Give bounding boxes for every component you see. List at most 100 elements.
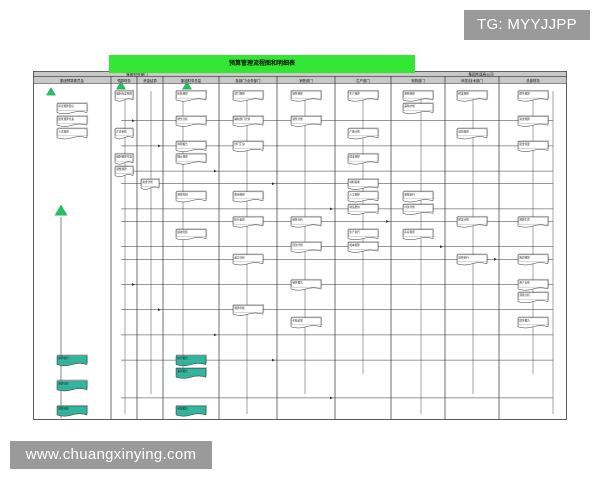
process-node-shadow xyxy=(291,215,323,225)
process-node-shadow xyxy=(518,115,550,124)
process-node-label: 调整预算 xyxy=(116,167,127,171)
process-node-label: 研发计划 xyxy=(458,218,469,222)
process-node-shadow xyxy=(57,102,89,111)
highlight-node-shadow xyxy=(176,367,208,376)
process-node-shadow xyxy=(233,89,265,99)
arrowhead xyxy=(214,169,217,173)
process-node-shadow xyxy=(233,190,265,200)
process-node-shadow xyxy=(348,228,380,237)
highlight-node xyxy=(56,380,88,392)
highlight-node-shadow xyxy=(57,354,89,363)
start-triangle xyxy=(46,87,56,96)
highlight-node xyxy=(56,405,88,417)
lane-header: 各部门/业务部门 xyxy=(236,78,261,83)
process-node xyxy=(114,153,134,165)
process-node-label: 资金计划 xyxy=(142,180,153,184)
highlight-node xyxy=(175,405,207,417)
arrowhead xyxy=(272,182,275,186)
process-node-label: 资产负债 xyxy=(519,281,530,285)
start-triangle xyxy=(182,81,192,90)
process-node-label: 成本预算 xyxy=(349,155,360,159)
process-node xyxy=(347,241,379,253)
arrowhead xyxy=(214,333,217,337)
process-node xyxy=(175,115,207,127)
process-node-label: 审核预算 xyxy=(177,92,188,96)
process-node xyxy=(347,191,379,203)
highlight-node-label: 考核报告 xyxy=(177,407,188,411)
process-node xyxy=(232,216,264,228)
arrowhead xyxy=(330,207,333,211)
process-node-label: 财务分析 xyxy=(177,117,188,121)
arrowhead xyxy=(386,220,389,223)
process-node-shadow xyxy=(518,316,550,326)
process-node xyxy=(114,128,134,140)
process-node-shadow xyxy=(348,203,380,212)
process-node-label: 差异分析 xyxy=(234,255,245,259)
arrowhead xyxy=(494,257,497,261)
process-node-shadow xyxy=(233,115,265,124)
highlight-node-label: 执行报告 xyxy=(177,356,188,360)
process-node-shadow xyxy=(291,278,323,288)
process-node xyxy=(232,304,264,316)
process-node-shadow xyxy=(518,140,550,149)
process-node-label: 销售分析 xyxy=(292,218,303,222)
process-node-shadow xyxy=(348,178,380,187)
lane-header: 集团预算委员会 xyxy=(60,78,84,83)
lane-header: 采购部门 xyxy=(411,78,425,83)
process-node xyxy=(290,216,322,228)
process-node xyxy=(232,90,264,102)
process-node-shadow xyxy=(176,140,208,149)
highlight-node-label: 预算考核 xyxy=(58,407,69,411)
process-node-shadow xyxy=(348,89,380,99)
process-node-shadow xyxy=(457,127,489,137)
process-node xyxy=(56,128,88,140)
process-node-label: 付款计划 xyxy=(404,205,415,209)
process-node-label: 执行反馈 xyxy=(234,218,245,222)
process-node-label: 财务报告 xyxy=(519,318,530,322)
process-node-shadow xyxy=(457,253,489,263)
process-node-label: 成本核算 xyxy=(349,243,360,247)
process-node xyxy=(347,128,379,140)
process-node-shadow xyxy=(348,241,380,250)
process-node-label: 采购计划 xyxy=(404,104,415,108)
process-node xyxy=(347,204,379,215)
process-node-shadow xyxy=(403,203,435,212)
process-node xyxy=(347,178,379,190)
lane-header: 资金结算 xyxy=(143,78,157,83)
process-node-label: 采购执行 xyxy=(404,192,415,196)
process-node-label: 研发预算 xyxy=(458,92,469,96)
process-node-label: 部门汇总 xyxy=(234,142,245,146)
process-node-shadow xyxy=(233,304,265,313)
process-node-label: 销售计划 xyxy=(292,117,303,121)
highlight-node-shadow xyxy=(176,354,208,363)
process-node xyxy=(114,90,134,102)
process-node xyxy=(517,141,549,152)
process-node xyxy=(175,90,207,102)
process-node-label: 利润预算 xyxy=(519,255,530,259)
process-node-label: 项目预算 xyxy=(458,129,469,133)
process-node-shadow xyxy=(457,89,489,99)
process-node-label: 项目执行 xyxy=(458,255,469,259)
process-node-label: 生产执行 xyxy=(349,230,360,234)
process-node-label: 现金流量 xyxy=(519,142,530,146)
process-node xyxy=(232,115,264,127)
process-node xyxy=(517,317,549,329)
highlight-node xyxy=(175,355,207,367)
highlight-node-shadow xyxy=(176,404,208,414)
arrowhead xyxy=(330,396,333,400)
process-node-label: 预算控制 xyxy=(177,192,188,196)
process-node xyxy=(232,254,264,266)
arrowhead xyxy=(158,144,161,148)
process-node-label: 资金预算 xyxy=(519,117,530,121)
process-node-shadow xyxy=(291,89,323,99)
arrowhead xyxy=(272,358,275,362)
process-node-shadow xyxy=(518,89,550,99)
process-node xyxy=(56,103,88,115)
process-node-label: 财务预算 xyxy=(519,92,530,96)
process-node-shadow xyxy=(291,316,323,326)
process-node-shadow xyxy=(518,291,550,300)
flowchart-title: 预算管理流程图和明细表 xyxy=(109,55,415,73)
lane-header: 生产部门 xyxy=(356,78,370,83)
process-node xyxy=(175,229,207,241)
